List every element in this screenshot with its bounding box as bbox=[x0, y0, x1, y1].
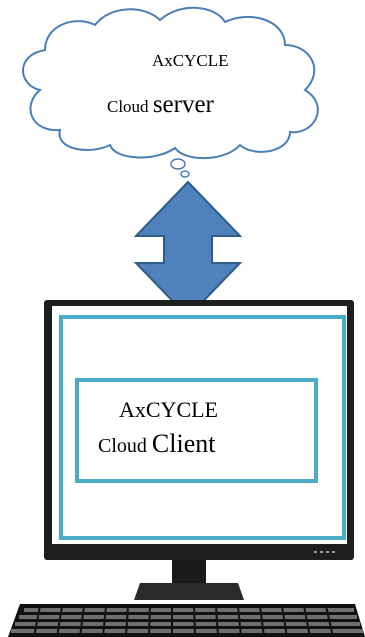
client-title-client-word: Client bbox=[151, 429, 216, 458]
screen-frame bbox=[59, 315, 346, 540]
double-arrow-icon bbox=[133, 180, 243, 319]
server-title-cloud-word: Cloud bbox=[107, 97, 149, 116]
server-title-server-word: server bbox=[152, 91, 214, 118]
client-title-line2: Cloud Client bbox=[98, 431, 215, 457]
monitor-bezel bbox=[44, 300, 354, 560]
keyboard-icon bbox=[8, 604, 365, 637]
server-title-line2: Cloud server bbox=[107, 92, 214, 117]
server-title-line1: AxCYCLE bbox=[152, 51, 229, 70]
client-title-line1: AxCYCLE bbox=[119, 397, 218, 422]
client-box bbox=[75, 378, 318, 483]
cloud-shape bbox=[22, 6, 319, 178]
client-title-cloud-word: Cloud bbox=[98, 435, 147, 457]
